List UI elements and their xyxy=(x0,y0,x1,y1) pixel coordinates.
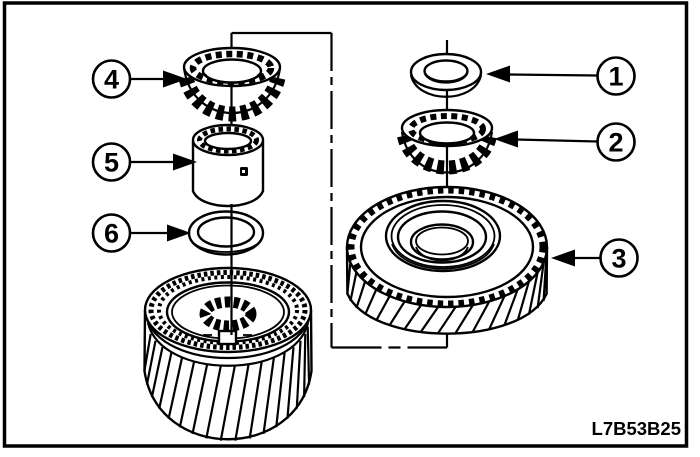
gear-part-3 xyxy=(345,185,549,335)
arrow-5 xyxy=(173,153,197,171)
callout-4-number: 4 xyxy=(104,65,119,95)
callout-3-number: 3 xyxy=(611,244,626,274)
callout-4-bubble: 4 xyxy=(91,59,132,99)
bearing-part-4 xyxy=(178,46,286,122)
callout-5-bubble: 5 xyxy=(91,142,132,182)
bearing-part-2 xyxy=(397,108,497,175)
callout-1-number: 1 xyxy=(608,62,623,92)
callout-2-number: 2 xyxy=(608,128,623,158)
callout-1-bubble: 1 xyxy=(596,56,636,96)
callout-6-bubble: 6 xyxy=(91,213,132,253)
callout-2-bubble: 2 xyxy=(596,122,636,162)
washer-part-1 xyxy=(409,52,483,98)
gear-teeth-rim xyxy=(347,186,547,308)
ring-part-6 xyxy=(187,210,265,256)
figure-code: L7B53B25 xyxy=(592,418,681,439)
callout-5-number: 5 xyxy=(104,148,119,178)
arrow-6 xyxy=(167,224,191,242)
arrow-1 xyxy=(486,65,510,83)
spline-bore xyxy=(199,296,257,332)
callout-3-bubble: 3 xyxy=(599,238,639,278)
keyway-notch xyxy=(217,329,238,346)
arrow-4 xyxy=(163,70,187,88)
callout-6-number: 6 xyxy=(104,219,119,249)
left-gear-cluster xyxy=(143,266,313,441)
arrow-2 xyxy=(494,130,518,148)
callout-arrows xyxy=(130,65,601,267)
sleeve-part-5 xyxy=(191,123,265,208)
arrow-3 xyxy=(551,249,575,267)
alignment-reference-line xyxy=(231,31,447,349)
